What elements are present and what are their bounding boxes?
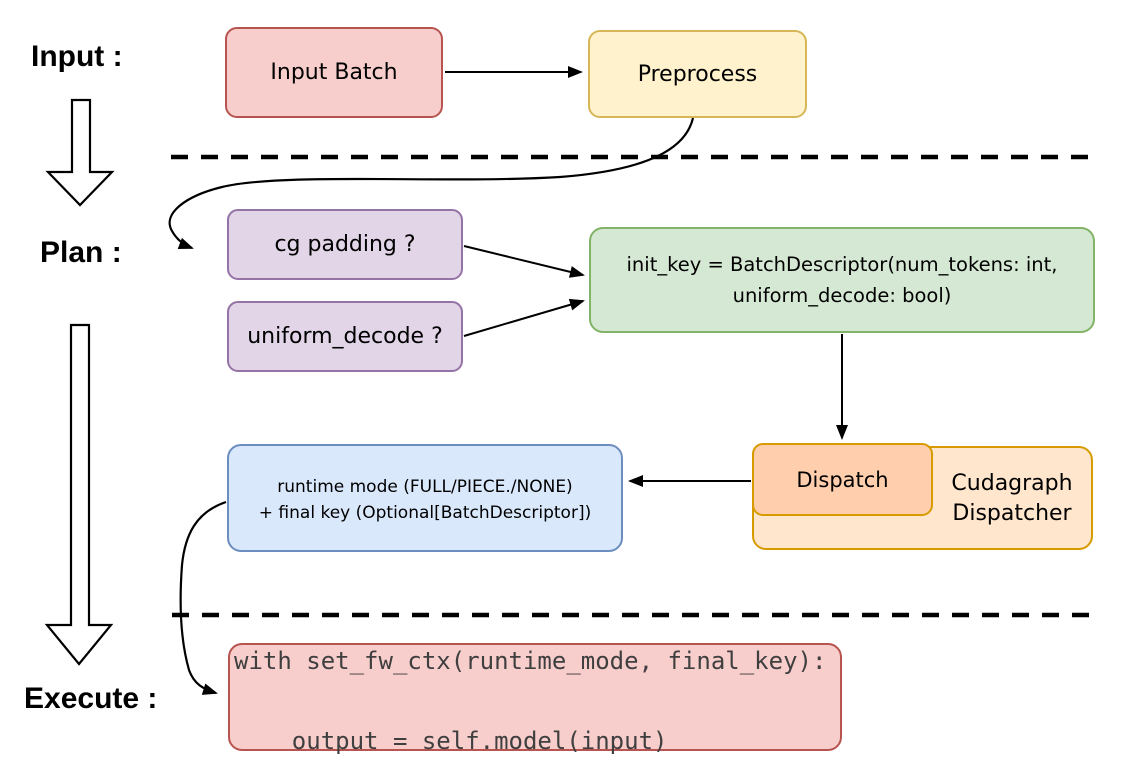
node-init-key-line2: uniform_decode: bool)	[732, 284, 952, 307]
cudagraph-dispatcher-line1: Cudagraph	[951, 471, 1073, 496]
node-input-batch: Input Batch	[225, 27, 443, 118]
node-preprocess-label: Preprocess	[637, 61, 758, 87]
cudagraph-dispatcher-line2: Dispatcher	[952, 501, 1072, 526]
node-input-batch-label: Input Batch	[270, 60, 398, 85]
node-cg-padding: cg padding ?	[227, 209, 463, 280]
section-flow-down-arrow-icon-1	[45, 98, 115, 207]
node-uniform-decode-label: uniform_decode ?	[247, 324, 443, 349]
node-init-key: init_key = BatchDescriptor(num_tokens: i…	[589, 227, 1095, 333]
node-runtime-result-line1: runtime mode (FULL/PIECE./NONE)	[277, 477, 573, 497]
section-label-plan: Plan :	[40, 236, 122, 269]
node-execute-code: with set_fw_ctx(runtime_mode, final_key)…	[228, 643, 842, 754]
arrow-runtime-to-execute	[179, 500, 227, 695]
execute-code-line1: with set_fw_ctx(runtime_mode, final_key)…	[234, 647, 827, 675]
execute-code-line2: output = self.model(input)	[234, 726, 668, 755]
node-runtime-result-line2: + final key (Optional[BatchDescriptor])	[258, 503, 592, 523]
arrow-cgpadding-to-initkey	[463, 245, 585, 278]
section-label-input: Input :	[31, 40, 123, 73]
section-label-execute: Execute :	[24, 682, 158, 715]
node-init-key-line1: init_key = BatchDescriptor(num_tokens: i…	[626, 253, 1058, 276]
node-cg-padding-label: cg padding ?	[274, 232, 416, 257]
node-runtime-result: runtime mode (FULL/PIECE./NONE) + final …	[227, 444, 623, 552]
section-flow-down-arrow-icon-2	[44, 323, 114, 666]
node-preprocess: Preprocess	[588, 30, 807, 118]
arrow-uniformdecode-to-initkey	[463, 298, 585, 337]
node-dispatch: Dispatch	[752, 443, 933, 516]
node-uniform-decode: uniform_decode ?	[227, 301, 463, 372]
cudagraph-dispatcher-label: Cudagraph Dispatcher	[933, 469, 1091, 529]
node-dispatch-label: Dispatch	[796, 467, 889, 492]
